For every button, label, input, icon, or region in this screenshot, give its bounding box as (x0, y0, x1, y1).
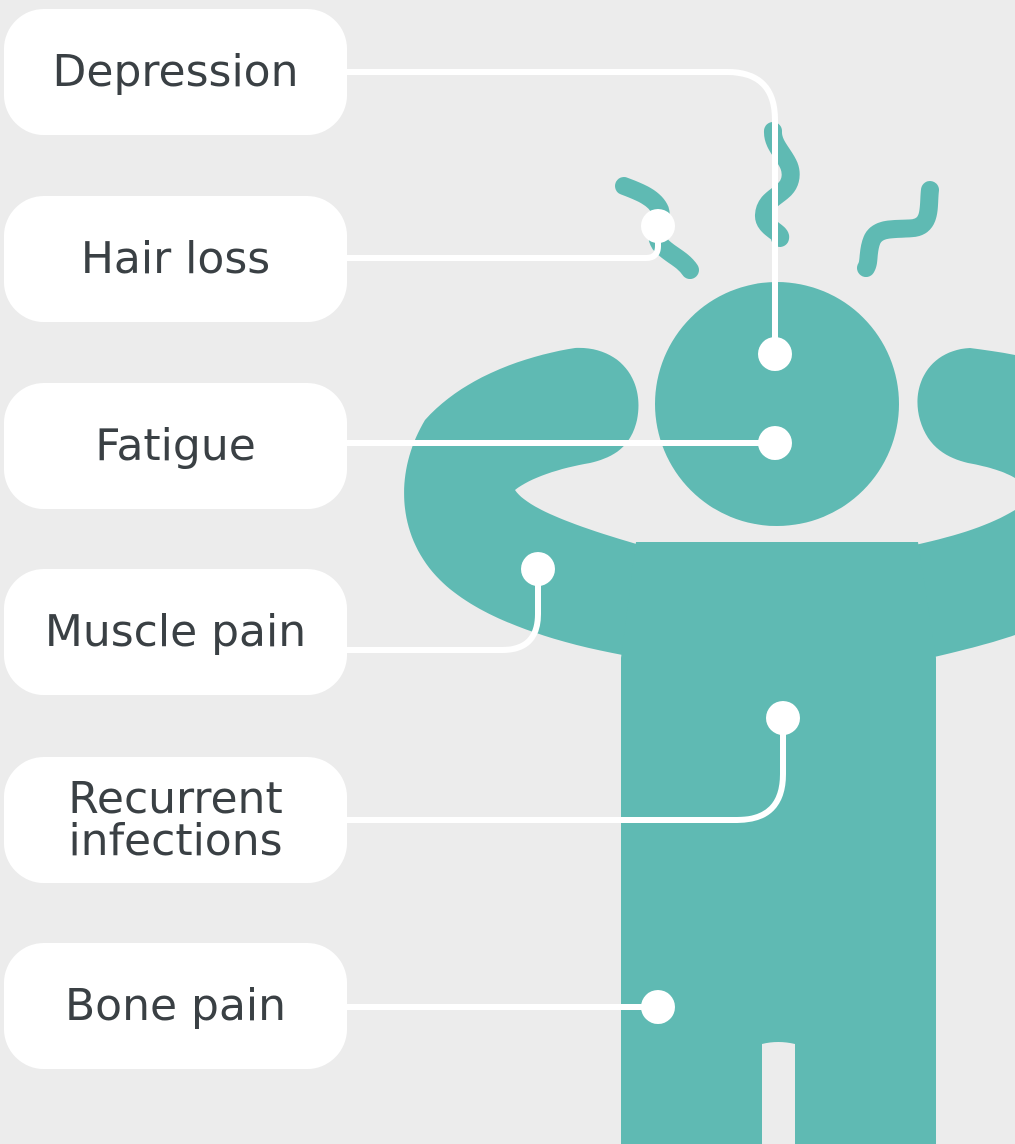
label-fatigue: Fatigue (4, 383, 347, 509)
label-text: Recurrent infections (21, 778, 331, 862)
human-silhouette (404, 282, 1015, 1144)
label-recurrent-infections: Recurrent infections (4, 757, 347, 883)
dot-recurrent-infections (766, 701, 800, 735)
dot-bone-pain (641, 990, 675, 1024)
label-depression: Depression (4, 9, 347, 135)
label-bone-pain: Bone pain (4, 943, 347, 1069)
dot-hair-loss (641, 209, 675, 243)
right-arm (915, 348, 1015, 658)
label-text: Fatigue (95, 425, 256, 467)
label-text: Depression (53, 51, 299, 93)
label-muscle-pain: Muscle pain (4, 569, 347, 695)
label-text: Muscle pain (45, 611, 306, 653)
hair-strand-right (866, 190, 930, 268)
dot-muscle-pain (521, 552, 555, 586)
dot-depression (758, 337, 792, 371)
torso (621, 542, 936, 1144)
dot-fatigue (758, 426, 792, 460)
label-text: Hair loss (81, 238, 270, 280)
left-arm (404, 348, 640, 658)
label-text: Bone pain (65, 985, 286, 1027)
connector-hair-loss (347, 226, 658, 258)
label-hair-loss: Hair loss (4, 196, 347, 322)
